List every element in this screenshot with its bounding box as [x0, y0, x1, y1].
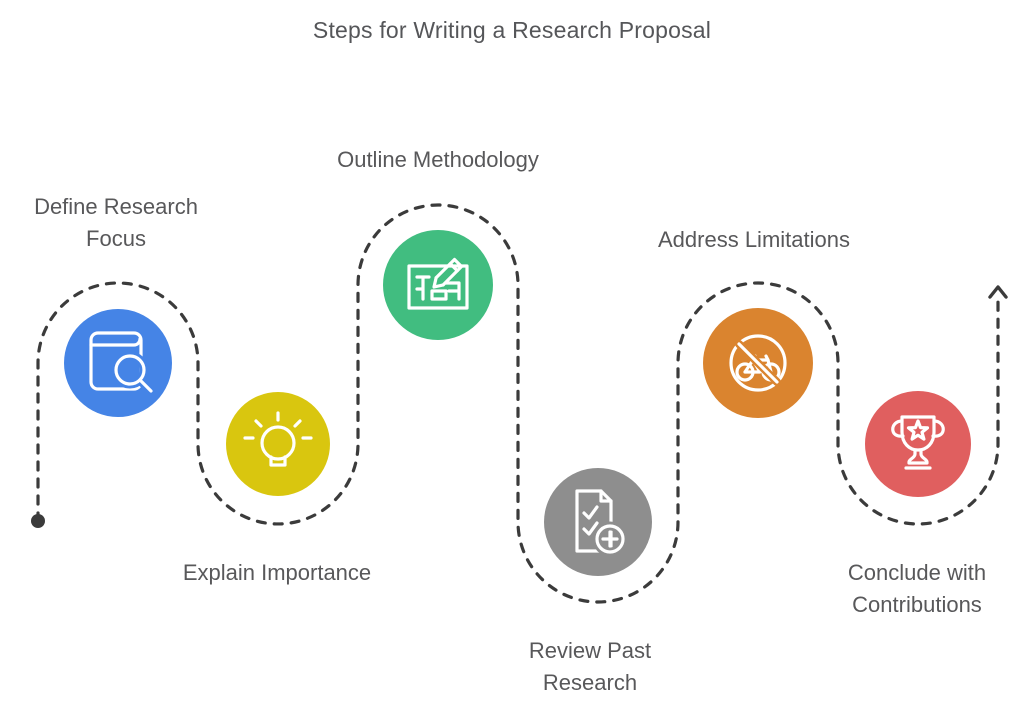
flow-start-dot — [31, 514, 45, 528]
flow-path — [36, 203, 1000, 604]
step-label-explain-importance: Explain Importance — [182, 560, 372, 585]
book-search-icon — [89, 331, 156, 396]
no-bicycle-icon — [729, 334, 787, 392]
document-pencil-icon — [407, 257, 469, 310]
step-label-review-past-research: Review Past Research — [528, 638, 652, 695]
step-node-address-limitations — [703, 308, 813, 418]
step-circle — [865, 391, 971, 497]
step-circle — [226, 392, 330, 496]
trophy-star-icon — [891, 415, 945, 470]
step-label-define-research-focus: Define Research Focus — [34, 194, 198, 251]
step-label-outline-methodology: Outline Methodology — [337, 147, 539, 172]
page-title: Steps for Writing a Research Proposal — [312, 17, 712, 43]
step-node-outline-methodology — [383, 230, 493, 340]
step-label-address-limitations: Address Limitations — [658, 227, 850, 252]
step-label-conclude-with-contributions: Conclude with Contributions — [847, 560, 987, 617]
step-node-review-past-research — [544, 468, 652, 576]
step-node-define-research-focus — [64, 309, 172, 417]
lightbulb-icon — [243, 411, 313, 467]
step-node-explain-importance — [226, 392, 330, 496]
flow-arrow-up-icon — [988, 285, 1008, 299]
document-checklist-add-icon — [575, 489, 628, 557]
step-node-conclude-with-contributions — [865, 391, 971, 497]
